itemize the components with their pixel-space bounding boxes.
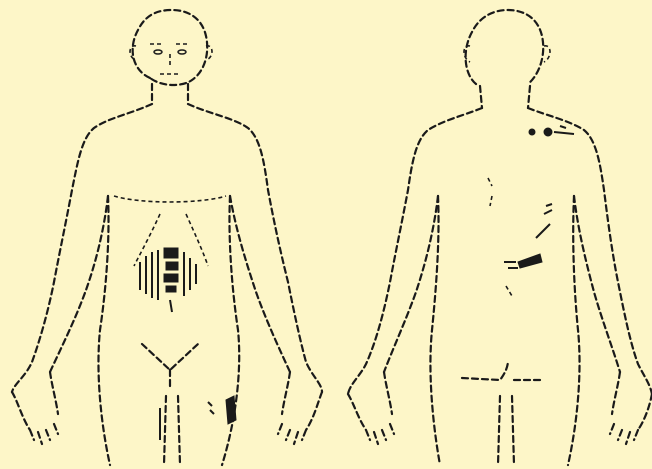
front-chest-line [114,196,226,202]
back-buttocks-line [462,360,544,380]
back-figure [348,10,652,465]
back-left-hand [348,372,394,444]
back-right-inner-arm [574,196,620,372]
back-shoulder-marks [529,126,574,136]
front-neck [152,84,188,104]
back-torso-right [568,196,580,465]
front-torso-right [222,196,239,465]
front-groin-line [142,344,198,388]
back-inner-legs [498,396,514,465]
front-figure [12,10,322,465]
back-head-outline [466,10,544,84]
back-neck [480,86,530,108]
back-spine-hint [488,178,512,296]
back-right-ear [544,46,550,62]
front-body-left-outline [12,104,152,392]
front-inner-legs [164,396,180,465]
back-body-right-outline [528,108,652,394]
front-thigh-marks [160,396,236,440]
front-right-hand [278,372,322,444]
back-flank-marks [504,204,552,268]
back-right-hand [610,372,652,444]
front-abdomen-marks [140,248,196,312]
front-face [150,44,190,74]
back-body-left-outline [348,108,482,394]
front-body-right-outline [188,104,322,392]
